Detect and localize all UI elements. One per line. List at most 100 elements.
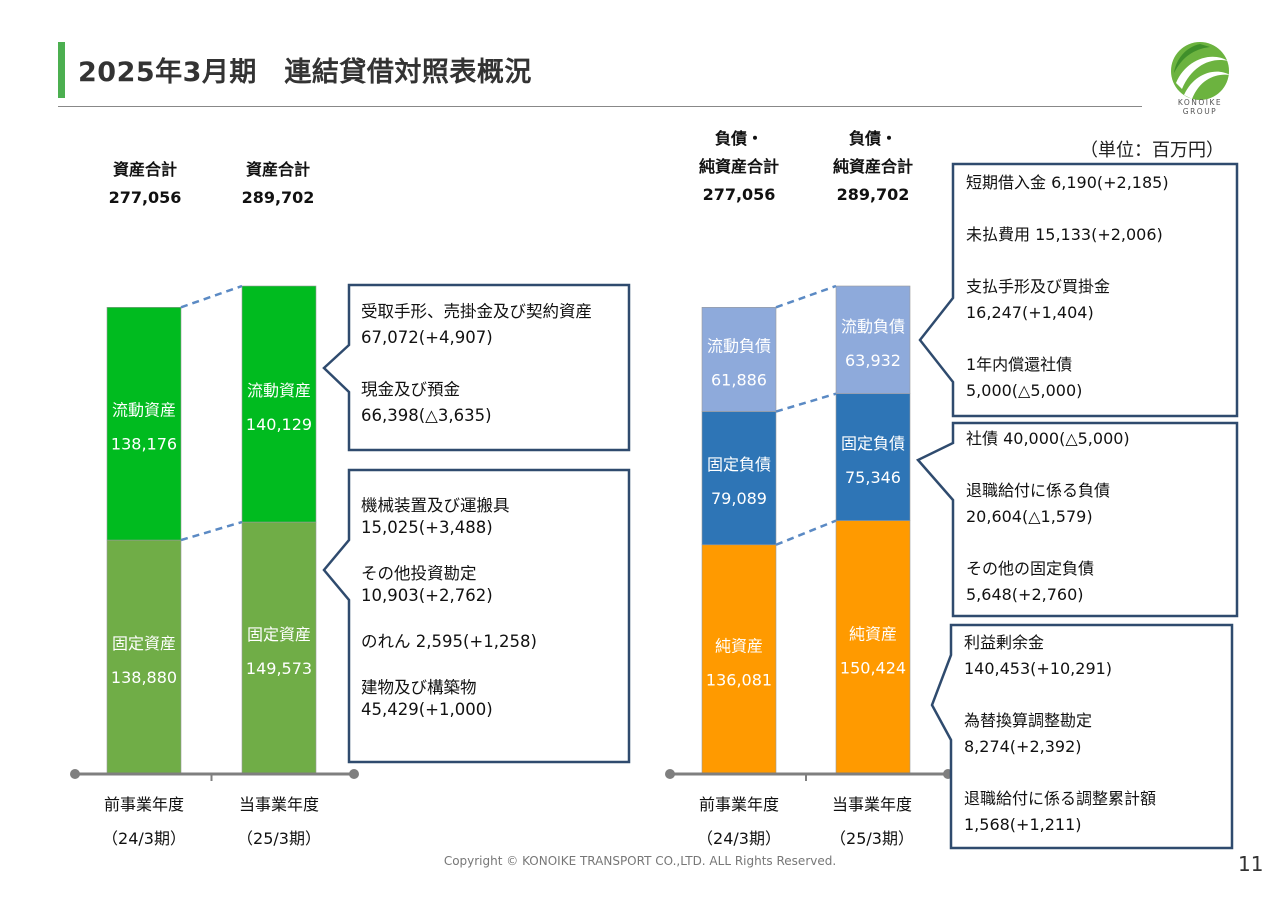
callout-fixed-assets-text: 機械装置及び運搬具 15,025(+3,488) その他投資勘定 10,903(…	[361, 495, 541, 721]
bar-label-name: 純資産	[715, 636, 763, 655]
bar-fixed-liabilities-curr	[835, 393, 911, 521]
callout-fixed-assets-box	[322, 468, 631, 764]
callout-current-liab-box	[918, 162, 1239, 418]
callout-item: 未払費用 15,133(+2,006)	[966, 225, 1163, 244]
header-liab-prev: 負債・ 純資産合計 277,056	[674, 125, 804, 209]
copyright: Copyright © KONOIKE TRANSPORT CO.,LTD. A…	[443, 854, 837, 868]
header-line1: 負債・	[714, 129, 763, 148]
callout-item: その他投資勘定 10,903(+2,762)	[361, 564, 493, 605]
x-label-line2: （24/3期）	[697, 829, 781, 848]
x-label-line1: 当事業年度	[238, 795, 319, 814]
bar-label-name: 流動負債	[707, 336, 771, 355]
callout-item: 受取手形、売掛金及び契約資産 67,072(+4,907)	[361, 302, 592, 347]
x-label-line1: 当事業年度	[831, 795, 912, 814]
logo-text: KONOIKE GROUP	[1160, 98, 1240, 116]
x-label-assets-prev: 前事業年度 （24/3期）	[84, 788, 204, 856]
header-liab-curr: 負債・ 純資産合計 289,702	[808, 125, 938, 209]
callout-item: その他の固定負債 5,648(+2,760)	[966, 559, 1095, 604]
callout-item: 1年内償還社債 5,000(△5,000)	[966, 355, 1083, 400]
connector-line	[180, 520, 243, 542]
logo-text-line2: GROUP	[1182, 107, 1218, 116]
callout-current-liab-text: 短期借入金 6,190(+2,185) 未払費用 15,133(+2,006) …	[966, 170, 1216, 404]
connector-line	[775, 392, 837, 413]
bar-fixed-liabilities-prev	[701, 411, 777, 546]
x-label-line1: 前事業年度	[103, 795, 184, 814]
bar-current-assets-prev	[106, 307, 182, 541]
x-label-line1: 前事業年度	[698, 795, 779, 814]
bar-label-value: 140,129	[246, 415, 312, 434]
header-value: 289,702	[836, 185, 910, 204]
callout-item: 為替換算調整勘定 8,274(+2,392)	[964, 711, 1093, 756]
callout-item: 支払手形及び買掛金 16,247(+1,404)	[966, 277, 1111, 322]
x-label-line2: （24/3期）	[102, 829, 186, 848]
callout-item: 利益剰余金 140,453(+10,291)	[964, 633, 1113, 678]
callout-net-assets-text: 利益剰余金 140,453(+10,291) 為替換算調整勘定 8,274(+2…	[964, 630, 1219, 838]
bar-label-name: 流動負債	[841, 317, 905, 336]
bar-label-name: 固定負債	[707, 455, 771, 474]
callout-fixed-liab-text: 社債 40,000(△5,000) 退職給付に係る負債 20,604(△1,57…	[966, 426, 1216, 608]
connector-line	[180, 284, 243, 309]
callout-item: 現金及び預金 66,398(△3,635)	[361, 380, 492, 425]
callout-item: 機械装置及び運搬具 15,025(+3,488)	[361, 496, 510, 537]
bar-label-value: 136,081	[706, 670, 772, 689]
header-label: 資産合計	[112, 160, 177, 179]
connector-line	[775, 519, 837, 546]
bar-label-value: 79,089	[711, 489, 767, 508]
header-value: 277,056	[108, 188, 182, 207]
bar-current-assets-curr	[241, 285, 317, 523]
callout-current-assets-text: 受取手形、売掛金及び契約資産 67,072(+4,907) 現金及び預金 66,…	[361, 299, 613, 429]
logo-text-line1: KONOIKE	[1177, 98, 1223, 107]
bar-label-name: 固定負債	[841, 434, 905, 453]
axis-end-dot	[349, 769, 359, 779]
bar-label-value: 138,176	[111, 435, 177, 454]
callout-item: 退職給付に係る負債 20,604(△1,579)	[966, 481, 1111, 526]
header-assets-curr: 資産合計 289,702	[223, 156, 333, 212]
bar-label-value: 63,932	[845, 351, 901, 370]
bar-current-liabilities-curr	[835, 285, 911, 394]
callout-net-assets-box	[930, 623, 1234, 850]
x-label-liab-curr: 当事業年度 （25/3期）	[812, 788, 932, 856]
bar-label-value: 150,424	[840, 658, 906, 677]
header-value: 277,056	[702, 185, 776, 204]
konoike-logo-icon	[1171, 42, 1230, 100]
title-rule	[58, 106, 1142, 107]
callout-fixed-liab-box	[915, 421, 1239, 618]
callout-item: 建物及び構築物 45,429(+1,000)	[361, 678, 493, 719]
bar-label-name: 流動資産	[112, 401, 176, 420]
axis-end-dot	[665, 769, 675, 779]
header-value: 289,702	[241, 188, 315, 207]
callout-item: 短期借入金 6,190(+2,185)	[966, 173, 1169, 192]
header-line2: 純資産合計	[698, 157, 779, 176]
callout-item: のれん 2,595(+1,258)	[361, 632, 537, 651]
bar-net-assets-prev	[701, 544, 777, 775]
bar-label-name: 純資産	[849, 624, 897, 643]
bar-label-value: 149,573	[246, 659, 312, 678]
x-label-assets-curr: 当事業年度 （25/3期）	[219, 788, 339, 856]
axis-end-dot	[70, 769, 80, 779]
callout-item: 退職給付に係る調整累計額 1,568(+1,211)	[964, 789, 1157, 834]
connector-line	[775, 284, 837, 309]
bar-label-name: 固定資産	[112, 634, 176, 653]
x-label-line2: （25/3期）	[237, 829, 321, 848]
header-line2: 純資産合計	[832, 157, 913, 176]
callout-item: 社債 40,000(△5,000)	[966, 429, 1130, 448]
bar-label-value: 138,880	[111, 668, 177, 687]
bar-label-value: 61,886	[711, 370, 767, 389]
page-title: 2025年3月期 連結貸借対照表概況	[78, 57, 532, 88]
page-number: 11	[1238, 852, 1264, 876]
title-accent-bar	[58, 42, 65, 98]
header-label: 資産合計	[245, 160, 310, 179]
bar-label-name: 固定資産	[247, 625, 311, 644]
bar-label-value: 75,346	[845, 468, 901, 487]
callout-current-assets-box	[322, 283, 631, 452]
bar-current-liabilities-prev	[701, 307, 777, 412]
header-assets-prev: 資産合計 277,056	[90, 156, 200, 212]
bar-fixed-assets-curr	[241, 521, 317, 775]
bar-fixed-assets-prev	[106, 539, 182, 775]
header-line1: 負債・	[848, 129, 897, 148]
x-label-liab-prev: 前事業年度 （24/3期）	[679, 788, 799, 856]
bar-net-assets-curr	[835, 520, 911, 775]
unit-label: （単位：百万円）	[1080, 140, 1224, 161]
x-label-line2: （25/3期）	[830, 829, 914, 848]
